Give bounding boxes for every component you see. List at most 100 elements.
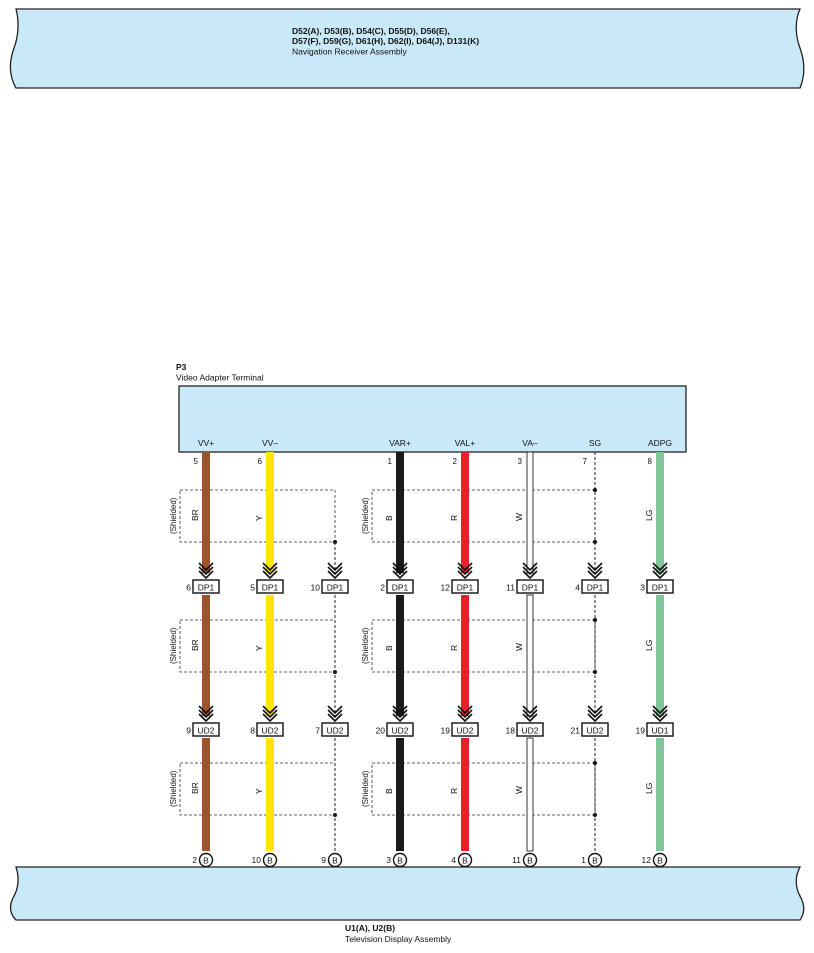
wire-vv-dp-pin: 5 — [250, 583, 255, 593]
wire-var-top-label: VAR+ — [389, 438, 411, 448]
shield-box — [371, 762, 596, 816]
wire-vv-color-code: Y — [254, 645, 264, 651]
shielded-label: (Shielded) — [169, 770, 178, 807]
wire-vv-dp-chevron — [198, 562, 214, 572]
wire-vv-dp-box — [192, 579, 220, 594]
nav-connectors-line1: D52(A), D53(B), D54(C), D55(D), D56(E), — [292, 26, 450, 36]
wire-sg-ud-chevron — [587, 713, 603, 723]
wire-vv-ud-chevron — [198, 705, 214, 715]
wire-adpg-top-label: ADPG — [648, 438, 672, 448]
wire-val-ud-pin: 19 — [441, 726, 451, 736]
wire-klk-dp-label: DP1 — [327, 583, 344, 593]
wire-vv-bottom-pin: 10 — [252, 855, 262, 865]
television-display-assembly: U1(A), U2(B) Television Display Assembly — [9, 866, 805, 944]
wire-vv-bottom-connector-label: B — [267, 856, 273, 866]
wire-va-dp-chevron — [522, 570, 538, 580]
wire-vv-dp-box — [256, 579, 284, 594]
wire-sg-dp-chevron — [587, 570, 603, 580]
wire-sg-ud-box — [581, 722, 609, 737]
wire-var-top-pin: 1 — [388, 457, 393, 466]
wire-adpg-dp-pin: 3 — [640, 583, 645, 593]
wire-vv-top-label: VV+ — [198, 438, 214, 448]
wire-vv-top-pin: 5 — [194, 457, 199, 466]
wire-vv-color-code: Y — [254, 788, 264, 794]
wire-vv-color-code: BR — [190, 509, 200, 521]
wire-sg-dp-chevron — [587, 566, 603, 576]
adapter-block — [178, 385, 687, 453]
wire-sg-dp-chevron — [587, 562, 603, 572]
wire-adpg-dp-box — [646, 579, 674, 594]
nav-assembly-name: Navigation Receiver Assembly — [292, 47, 408, 57]
wire-vv-top-label: VV– — [262, 438, 278, 448]
adapter-name: Video Adapter Terminal — [176, 373, 264, 383]
wire-var-dp-box — [386, 579, 414, 594]
wire-klk-dp-chevron — [327, 566, 343, 576]
wire-val-dp-box — [451, 579, 479, 594]
wire-va-ud-pin: 18 — [506, 726, 516, 736]
wire-adpg-ud-box — [646, 722, 674, 737]
wire-va-dp-chevron — [522, 566, 538, 576]
wire-adpg-dp-chevron — [652, 570, 668, 580]
shielded-label: (Shielded) — [361, 627, 370, 664]
wire-vv-dp-chevron — [262, 570, 278, 580]
wire-sg-ud-label: UD2 — [586, 726, 603, 736]
wire-va-ud-chevron — [522, 705, 538, 715]
wire-klk-bottom-connector-label: B — [332, 856, 338, 866]
wire-adpg-color-code: LG — [644, 783, 654, 794]
wire-sg-ground-dot — [593, 618, 597, 622]
wire-var-dp-label: DP1 — [392, 583, 409, 593]
wire-var-ud-chevron — [392, 713, 408, 723]
wire-vv-ud-pin: 8 — [250, 726, 255, 736]
wire-adpg-dp-chevron — [652, 566, 668, 576]
wire-vv-top-pin: 6 — [258, 457, 263, 466]
wire-va-top-pin: 3 — [518, 457, 523, 466]
wire-adpg-dp-chevron — [652, 562, 668, 572]
adapter-id: P3 — [176, 362, 187, 372]
wire-var-color-code: B — [384, 515, 394, 521]
wire-var-ud-label: UD2 — [391, 726, 408, 736]
wire-sg-top-label: SG — [589, 438, 601, 448]
nav-connectors-line2: D57(F), D59(G), D61(H), D62(I), D64(J), … — [292, 36, 479, 46]
shield-box — [371, 489, 596, 543]
wire-va-segment — [526, 737, 534, 852]
wire-var-dp-pin: 2 — [380, 583, 385, 593]
wire-val-color-code: R — [449, 515, 459, 521]
wire-vv-dp-label: DP1 — [262, 583, 279, 593]
wire-sg-top-pin: 7 — [583, 457, 588, 466]
wire-klk-dp-chevron — [327, 570, 343, 580]
wire-var-color-code: B — [384, 788, 394, 794]
wire-sg-dp-label: DP1 — [587, 583, 604, 593]
wire-adpg-color-code: LG — [644, 510, 654, 521]
wire-vv-dp-pin: 6 — [186, 583, 191, 593]
wire-val-dp-chevron — [457, 570, 473, 580]
wire-adpg-dp-label: DP1 — [652, 583, 669, 593]
wire-val-bottom-connector-label: B — [462, 856, 468, 866]
shielded-label: (Shielded) — [361, 497, 370, 534]
wire-vv-dp-chevron — [198, 566, 214, 576]
wire-vv-ud-label: UD2 — [197, 726, 214, 736]
wire-adpg-ud-chevron — [652, 705, 668, 715]
wire-va-bottom-pin: 11 — [512, 855, 521, 865]
wire-sg-ground-dot — [593, 488, 597, 492]
wire-sg-bottom-pin: 1 — [581, 855, 586, 865]
navigation-receiver-assembly: D52(A), D53(B), D54(C), D55(D), D56(E), … — [9, 8, 805, 89]
wire-vv-color-code: BR — [190, 782, 200, 794]
shield-box — [371, 619, 596, 673]
wire-klk-ud-chevron — [327, 713, 343, 723]
wire-va-dp-chevron — [522, 562, 538, 572]
wire-va-ud-box — [516, 722, 544, 737]
tv-connectors: U1(A), U2(B) — [345, 923, 395, 933]
wire-vv-dp-label: DP1 — [198, 583, 215, 593]
wire-var-ud-pin: 20 — [376, 726, 386, 736]
wire-klk-ud-box — [321, 722, 349, 737]
wire-val-ud-box — [451, 722, 479, 737]
wire-adpg-top-pin: 8 — [648, 457, 653, 466]
wire-va-segment — [526, 594, 534, 717]
wire-va-top-label: VA– — [522, 438, 538, 448]
wire-klk-ud-chevron — [327, 709, 343, 719]
wire-sg-bottom-connector-label: B — [592, 856, 598, 866]
wire-klk-ud-pin: 7 — [315, 726, 320, 736]
shielded-label: (Shielded) — [361, 770, 370, 807]
wire-va-dp-box — [516, 579, 544, 594]
